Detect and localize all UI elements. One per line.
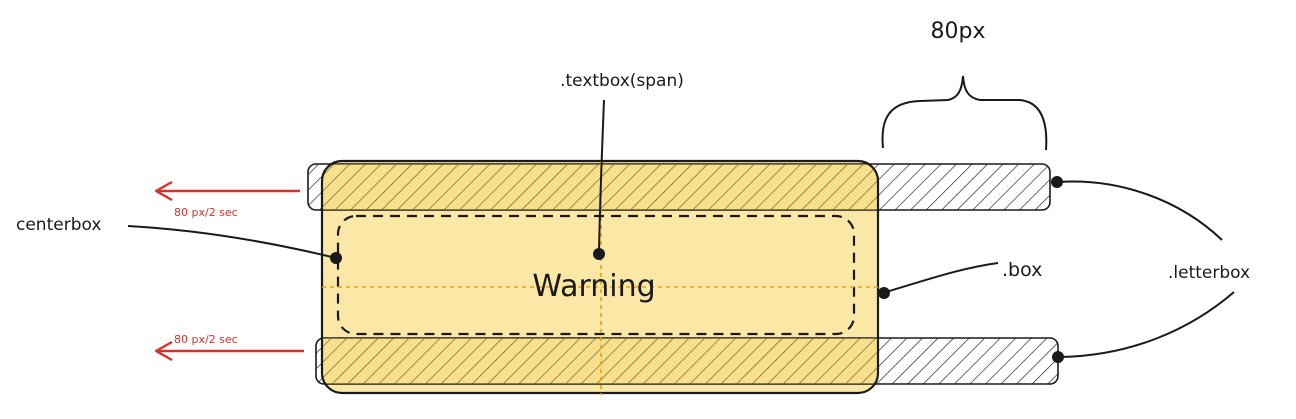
letterbox-label: .letterbox: [1168, 263, 1250, 283]
warning-text: Warning: [532, 269, 655, 304]
box-label: .box: [1002, 259, 1042, 281]
box-pointer-dot: [878, 287, 890, 299]
centerbox-label: centerbox: [16, 215, 101, 235]
centerbox-pointer-dot: [330, 252, 342, 264]
textbox-label: .textbox(span): [560, 71, 684, 91]
letterbox-pointer-top: [1057, 180, 1223, 241]
width-label: 80px: [931, 19, 986, 44]
arrow-left-bottom: [154, 340, 304, 362]
textbox-pointer-dot: [593, 248, 605, 260]
textbox-pointer: [598, 99, 605, 253]
box-pointer: [885, 262, 999, 293]
width-brace: [881, 75, 1048, 151]
letterbox-pointer-top-dot: [1051, 176, 1063, 188]
letterbox-pointer-bottom: [1059, 291, 1235, 358]
letterbox-top: [307, 163, 1051, 211]
speed-label-top: 80 px/2 sec: [174, 206, 238, 219]
speed-label-bottom: 80 px/2 sec: [174, 333, 238, 346]
letterbox-pointer-bottom-dot: [1052, 351, 1064, 363]
centerbox-pointer: [127, 225, 337, 259]
arrow-left-top: [154, 180, 300, 202]
centerbox-rect: [336, 214, 856, 336]
letterbox-bottom: [315, 337, 1059, 385]
box-outline: [320, 159, 880, 395]
